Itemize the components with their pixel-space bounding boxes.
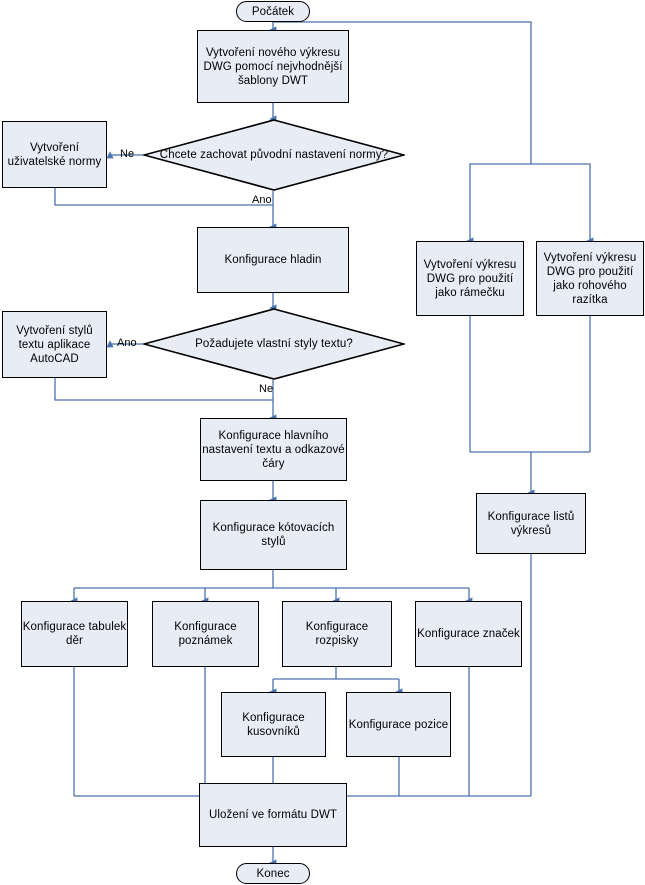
- node-start[interactable]: Počátek: [236, 1, 310, 22]
- decision-diamond-shape: [143, 308, 405, 380]
- node-decision-text-styles-label: Požadujete vlastní styly textu?: [195, 338, 353, 350]
- node-config-notes[interactable]: Konfigurace poznámek: [152, 601, 259, 667]
- node-config-bom[interactable]: Konfigurace kusovníků: [221, 692, 326, 757]
- node-config-symbols[interactable]: Konfigurace značek: [415, 601, 522, 667]
- node-save-dwt[interactable]: Uložení ve formátu DWT: [199, 783, 347, 847]
- node-create-titleblock-dwg[interactable]: Vytvoření výkresu DWG pro použití jako r…: [536, 241, 644, 316]
- node-config-hole-tables-label: Konfigurace tabulek děr: [22, 621, 127, 647]
- node-config-balloon-label: Konfigurace pozice: [348, 718, 449, 731]
- node-create-dwg-label: Vytvoření nového výkresu DWG pomocí nejv…: [203, 46, 343, 87]
- node-config-layers[interactable]: Konfigurace hladin: [197, 227, 349, 293]
- node-config-main-text[interactable]: Konfigurace hlavního nastavení textu a o…: [200, 418, 347, 481]
- wire-textstyles-merge: [54, 378, 273, 401]
- node-decision-keep-standard[interactable]: Chcete zachovat původní nastavení normy?: [143, 119, 405, 191]
- node-config-notes-label: Konfigurace poznámek: [174, 621, 237, 647]
- node-create-text-styles[interactable]: Vytvoření stylů textu aplikace AutoCAD: [2, 311, 107, 378]
- node-config-dim-styles-label: Konfigurace kótovacích stylů: [212, 522, 335, 548]
- node-create-border-dwg[interactable]: Vytvoření výkresu DWG pro použití jako r…: [416, 241, 524, 316]
- edge-label-keep-standard-no: Ne: [120, 148, 135, 160]
- node-config-schedule-label: Konfigurace rozpisky: [305, 621, 369, 647]
- node-create-titleblock-dwg-label: Vytvoření výkresu DWG pro použití jako r…: [543, 251, 637, 306]
- node-create-user-standard-label: Vytvoření uživatelské normy: [7, 141, 102, 168]
- node-config-dim-styles[interactable]: Konfigurace kótovacích stylů: [200, 500, 347, 570]
- node-config-sheets[interactable]: Konfigurace listů výkresů: [476, 493, 586, 554]
- node-create-text-styles-label: Vytvoření stylů textu aplikace AutoCAD: [16, 324, 93, 365]
- node-create-user-standard[interactable]: Vytvoření uživatelské normy: [2, 121, 107, 188]
- node-config-main-text-label: Konfigurace hlavního nastavení textu a o…: [202, 429, 345, 470]
- node-end-label: Konec: [256, 867, 290, 880]
- edge-label-text-styles-no: Ne: [259, 383, 274, 395]
- wire-right-branch-right: [531, 163, 591, 236]
- node-decision-text-styles[interactable]: Požadujete vlastní styly textu?: [143, 308, 405, 380]
- node-config-balloon[interactable]: Konfigurace pozice: [346, 692, 451, 757]
- node-start-label: Počátek: [251, 5, 295, 18]
- node-config-schedule[interactable]: Konfigurace rozpisky: [282, 601, 392, 667]
- edge-label-text-styles-yes: Ano: [117, 337, 137, 349]
- node-create-dwg[interactable]: Vytvoření nového výkresu DWG pomocí nejv…: [197, 30, 349, 103]
- node-config-symbols-label: Konfigurace značek: [417, 628, 520, 640]
- node-config-hole-tables[interactable]: Konfigurace tabulek děr: [21, 601, 128, 667]
- node-decision-keep-standard-label: Chcete zachovat původní nastavení normy?: [159, 149, 389, 161]
- node-config-sheets-label: Konfigurace listů výkresů: [487, 510, 575, 537]
- node-create-border-dwg-label: Vytvoření výkresu DWG pro použití jako r…: [423, 258, 517, 299]
- wire-right-branch-left: [469, 163, 531, 236]
- node-config-bom-label: Konfigurace kusovníků: [242, 711, 305, 738]
- edge-label-keep-standard-yes: Ano: [252, 194, 272, 206]
- node-config-layers-label: Konfigurace hladin: [224, 254, 322, 266]
- node-save-dwt-label: Uložení ve formátu DWT: [208, 809, 338, 821]
- node-end[interactable]: Konec: [236, 863, 310, 884]
